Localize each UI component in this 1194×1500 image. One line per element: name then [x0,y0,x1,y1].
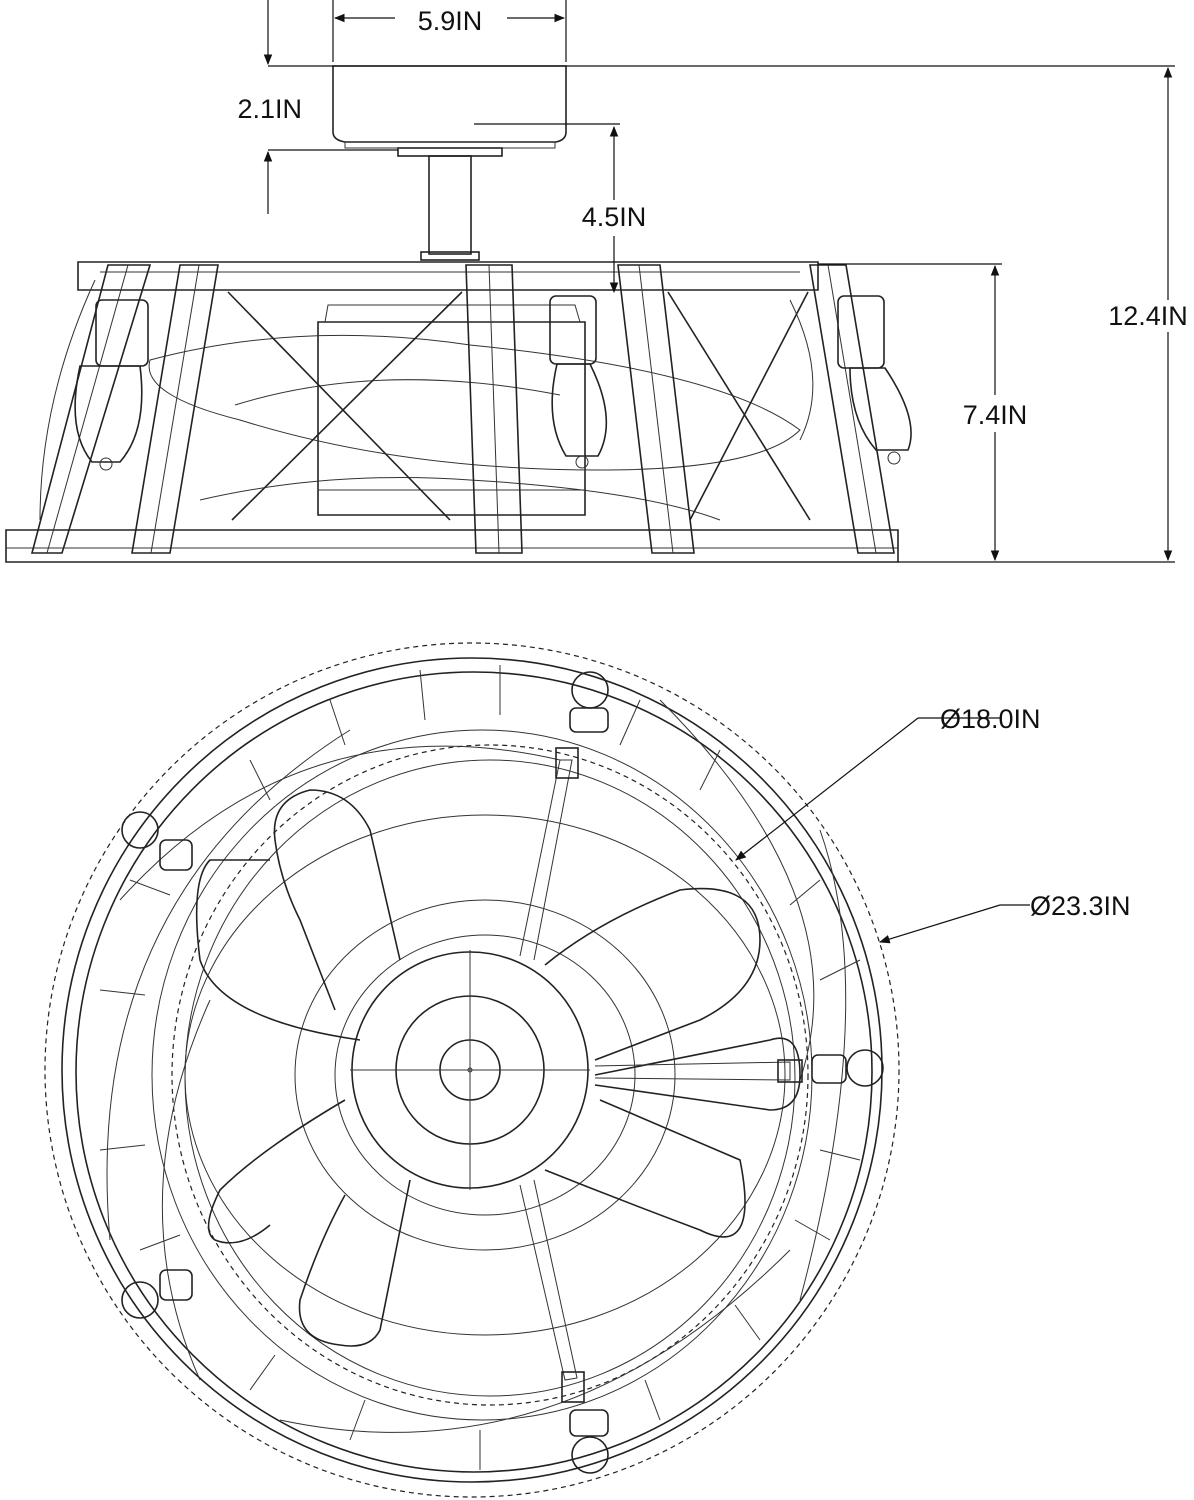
dim-downrod: 4.5IN [474,123,647,294]
canopy [332,65,567,157]
fan-blade [594,1037,801,1111]
dim-overall-height: 12.4IN [1002,66,1188,563]
overall-diameter-label: Ø23.3IN [1030,891,1131,921]
canopy-height-label: 2.1IN [237,94,302,124]
outer-dashed-circle [44,642,900,1498]
bulb-bottom [569,1409,609,1474]
fan-blade [273,789,401,1011]
bulb-bottom [569,671,609,733]
overall-height-label: 12.4IN [1108,301,1188,331]
dim-body-height: 7.4IN [818,263,1028,563]
fan-blade [207,1099,346,1244]
bottom-view: Ø18.0IN Ø23.3IN [44,642,1131,1498]
strut-bracket [561,1371,585,1403]
canopy-width-label: 5.9IN [418,6,483,36]
blade-span-label: Ø18.0IN [940,704,1041,734]
body-height-label: 7.4IN [963,400,1028,430]
dim-overall-diameter: Ø23.3IN [878,891,1131,944]
motor-hub [350,950,590,1190]
bulb-bottom [121,811,193,871]
struts [519,747,803,1403]
outer-ring [61,657,883,1483]
fan-blade [195,859,361,1041]
fan-blade [544,887,761,1061]
bulbs-bottom [121,671,884,1474]
bulb-right [837,295,912,465]
fan-blade [544,1099,746,1238]
dim-canopy-width: 5.9IN [332,0,567,62]
band-segments [99,665,861,1470]
fan-cage-side [5,261,899,563]
dim-blade-span: Ø18.0IN [735,704,1041,861]
strut-bracket [777,1059,803,1083]
bulb-left [74,299,149,471]
downrod [420,155,480,261]
fan-blades [195,789,801,1347]
cage-straps [106,699,847,1433]
dim-canopy-height: 2.1IN [237,0,1175,214]
side-view: 5.9IN 2.1IN 4.5IN 7.4IN [5,0,1188,563]
fan-blade [298,1179,411,1347]
bulb-bottom [811,1049,884,1087]
bulb-center [549,295,608,469]
bulb-bottom [121,1269,193,1319]
strut-bracket [555,747,579,779]
downrod-label: 4.5IN [582,202,647,232]
